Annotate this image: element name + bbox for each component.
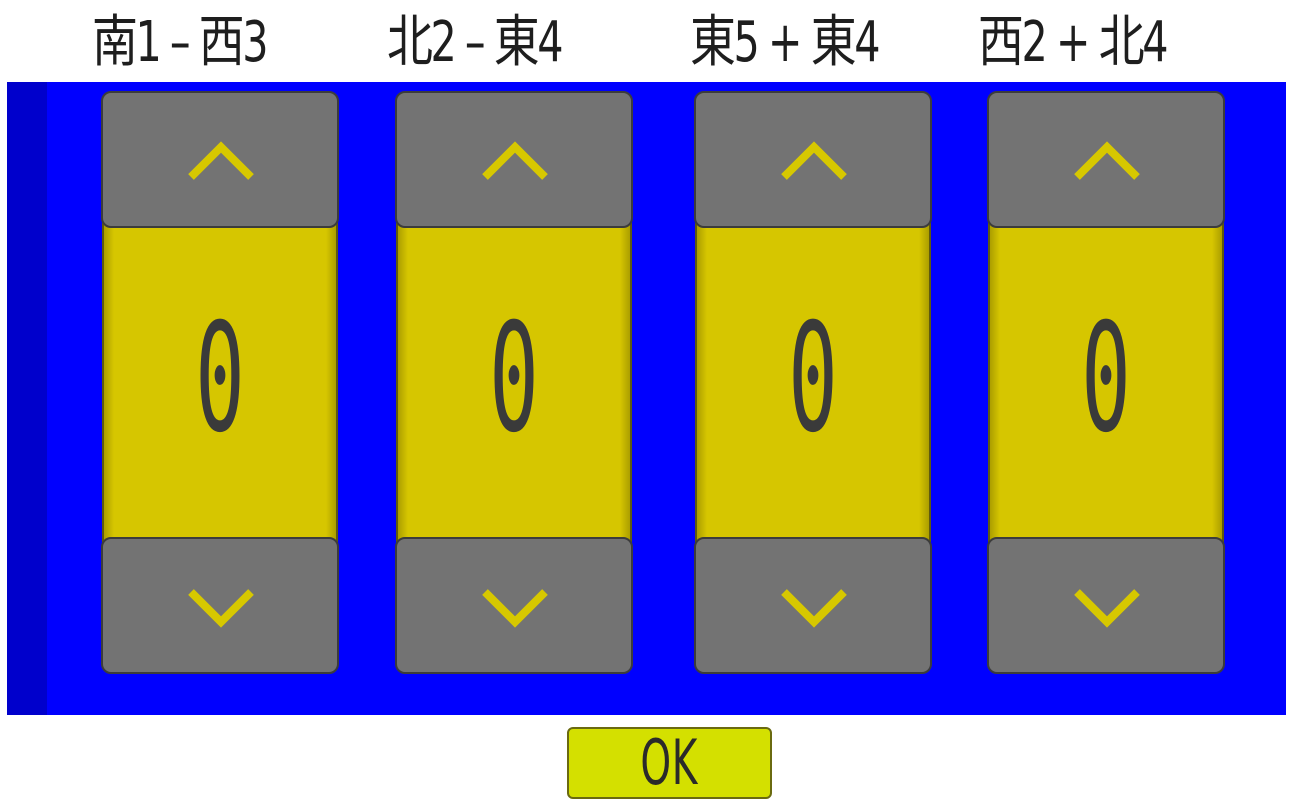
ok-button[interactable]: OK xyxy=(567,727,772,799)
chevron-up-icon xyxy=(781,141,847,180)
dial-3-face: 0 xyxy=(695,215,931,543)
dial-2-down-button[interactable] xyxy=(395,537,633,674)
clue-bar: 南1 – 西3 北2 – 東4 東5 + 東4 西2 + 北4 xyxy=(0,0,1298,82)
dial-4-digit: 0 xyxy=(1081,292,1131,466)
dial-1-face: 0 xyxy=(102,215,338,543)
dial-2-up-button[interactable] xyxy=(395,91,633,228)
chevron-up-icon xyxy=(482,141,548,180)
dial-4-face: 0 xyxy=(988,215,1224,543)
chevron-down-icon xyxy=(1074,589,1140,628)
dial-3: 0 xyxy=(694,91,932,674)
chevron-up-icon xyxy=(1074,141,1140,180)
dial-3-digit: 0 xyxy=(788,292,838,466)
chevron-down-icon xyxy=(781,589,847,628)
combination-lock-panel: 0 0 xyxy=(7,82,1286,715)
dial-1-up-button[interactable] xyxy=(101,91,339,228)
panel-shade xyxy=(7,82,47,715)
dial-2-digit: 0 xyxy=(489,292,539,466)
clue-1: 南1 – 西3 xyxy=(92,10,269,75)
dial-4-up-button[interactable] xyxy=(987,91,1225,228)
dial-4: 0 xyxy=(987,91,1225,674)
dial-2-face: 0 xyxy=(396,215,632,543)
ok-button-label: OK xyxy=(640,726,699,799)
dial-1-digit: 0 xyxy=(195,292,245,466)
clue-4: 西2 + 北4 xyxy=(978,10,1168,75)
dial-3-down-button[interactable] xyxy=(694,537,932,674)
chevron-up-icon xyxy=(188,141,254,180)
dial-4-down-button[interactable] xyxy=(987,537,1225,674)
dial-1: 0 xyxy=(101,91,339,674)
dial-2: 0 xyxy=(395,91,633,674)
dial-3-up-button[interactable] xyxy=(694,91,932,228)
chevron-down-icon xyxy=(482,589,548,628)
chevron-down-icon xyxy=(188,589,254,628)
dial-1-down-button[interactable] xyxy=(101,537,339,674)
clue-2: 北2 – 東4 xyxy=(387,10,564,75)
clue-3: 東5 + 東4 xyxy=(690,10,880,75)
